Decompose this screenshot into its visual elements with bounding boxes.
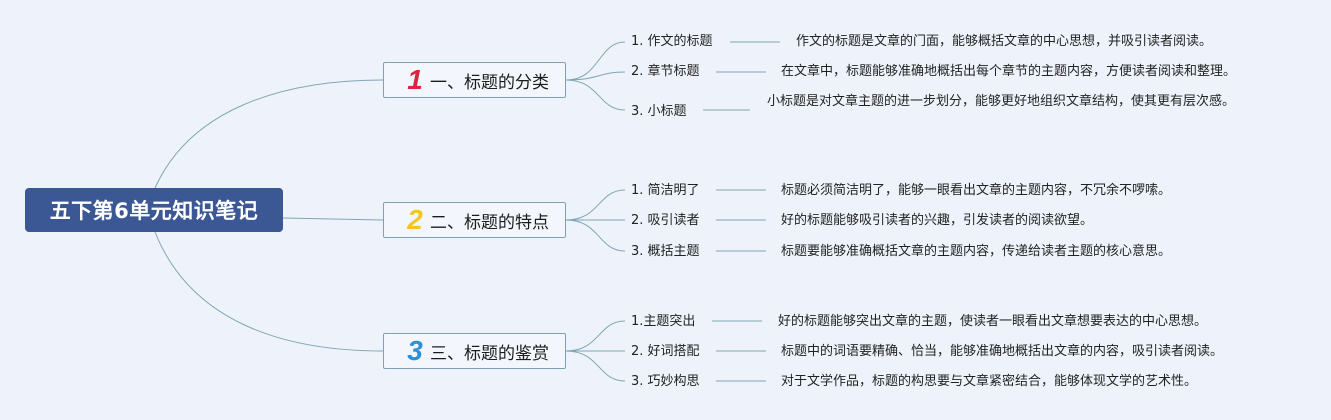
branch-2-to-leaf-1-line: [565, 189, 626, 221]
root-to-branch-3-line: [154, 231, 384, 352]
leaf-label[interactable]: 2. 章节标题: [631, 64, 700, 79]
branch-1-to-leaf-3-line: [565, 79, 626, 111]
branch-number-2-icon: 2: [407, 204, 423, 235]
root-to-branch-1-line: [154, 79, 384, 189]
leaf-description: 标题必须简洁明了，能够一眼看出文章的主题内容，不冗余不啰嗦。: [781, 183, 1172, 198]
leaf-label[interactable]: 1. 简洁明了: [631, 183, 700, 198]
leaf-label[interactable]: 3. 小标题: [631, 104, 687, 119]
branch-title: 一、标题的分类: [430, 72, 549, 93]
branch-node-appreciation[interactable]: 3 三、标题的鉴赏: [383, 333, 566, 369]
branch-3-to-leaf-1-line: [565, 320, 626, 352]
leaf-description: 在文章中，标题能够准确地概括出每个章节的主题内容，方便读者阅读和整理。: [781, 64, 1237, 79]
leaf-description: 好的标题能够吸引读者的兴趣，引发读者的阅读欲望。: [781, 213, 1094, 228]
branch-number-1-icon: 1: [407, 64, 423, 95]
leaf-label[interactable]: 1.主题突出: [631, 314, 696, 329]
root-to-branch-2-line: [282, 217, 384, 221]
branch-number-3-icon: 3: [407, 335, 423, 366]
branch-3-to-leaf-3-line: [565, 350, 626, 382]
leaf-label[interactable]: 2. 好词搭配: [631, 344, 700, 359]
leaf-description: 好的标题能够突出文章的主题，使读者一眼看出文章想要表达的中心思想。: [778, 314, 1208, 329]
branch-node-classification[interactable]: 1 一、标题的分类: [383, 62, 566, 98]
branch-title: 三、标题的鉴赏: [430, 343, 549, 364]
branch-node-features[interactable]: 2 二、标题的特点: [383, 202, 566, 238]
leaf-description: 小标题是对文章主题的进一步划分，能够更好地组织文章结构，使其更有层次感。: [767, 94, 1236, 109]
leaf-label[interactable]: 1. 作文的标题: [631, 34, 713, 49]
root-title: 五下第6单元知识笔记: [49, 199, 259, 223]
branch-1-to-leaf-1-line: [565, 41, 626, 81]
leaf-description: 作文的标题是文章的门面，能够概括文章的中心思想，并吸引读者阅读。: [796, 34, 1213, 49]
leaf-label[interactable]: 3. 巧妙构思: [631, 374, 700, 389]
leaf-description: 对于文学作品，标题的构思要与文章紧密结合，能够体现文学的艺术性。: [781, 374, 1198, 389]
root-node[interactable]: 五下第6单元知识笔记: [25, 188, 283, 232]
leaf-description: 标题中的词语要精确、恰当，能够准确地概括出文章的内容，吸引读者阅读。: [781, 344, 1224, 359]
leaf-label[interactable]: 2. 吸引读者: [631, 213, 700, 228]
leaf-label[interactable]: 3. 概括主题: [631, 244, 700, 259]
branch-title: 二、标题的特点: [430, 212, 549, 233]
branch-1-to-leaf-2-line: [565, 71, 626, 81]
branch-2-to-leaf-3-line: [565, 219, 626, 252]
leaf-description: 标题要能够准确概括文章的主题内容，传递给读者主题的核心意思。: [781, 244, 1172, 259]
